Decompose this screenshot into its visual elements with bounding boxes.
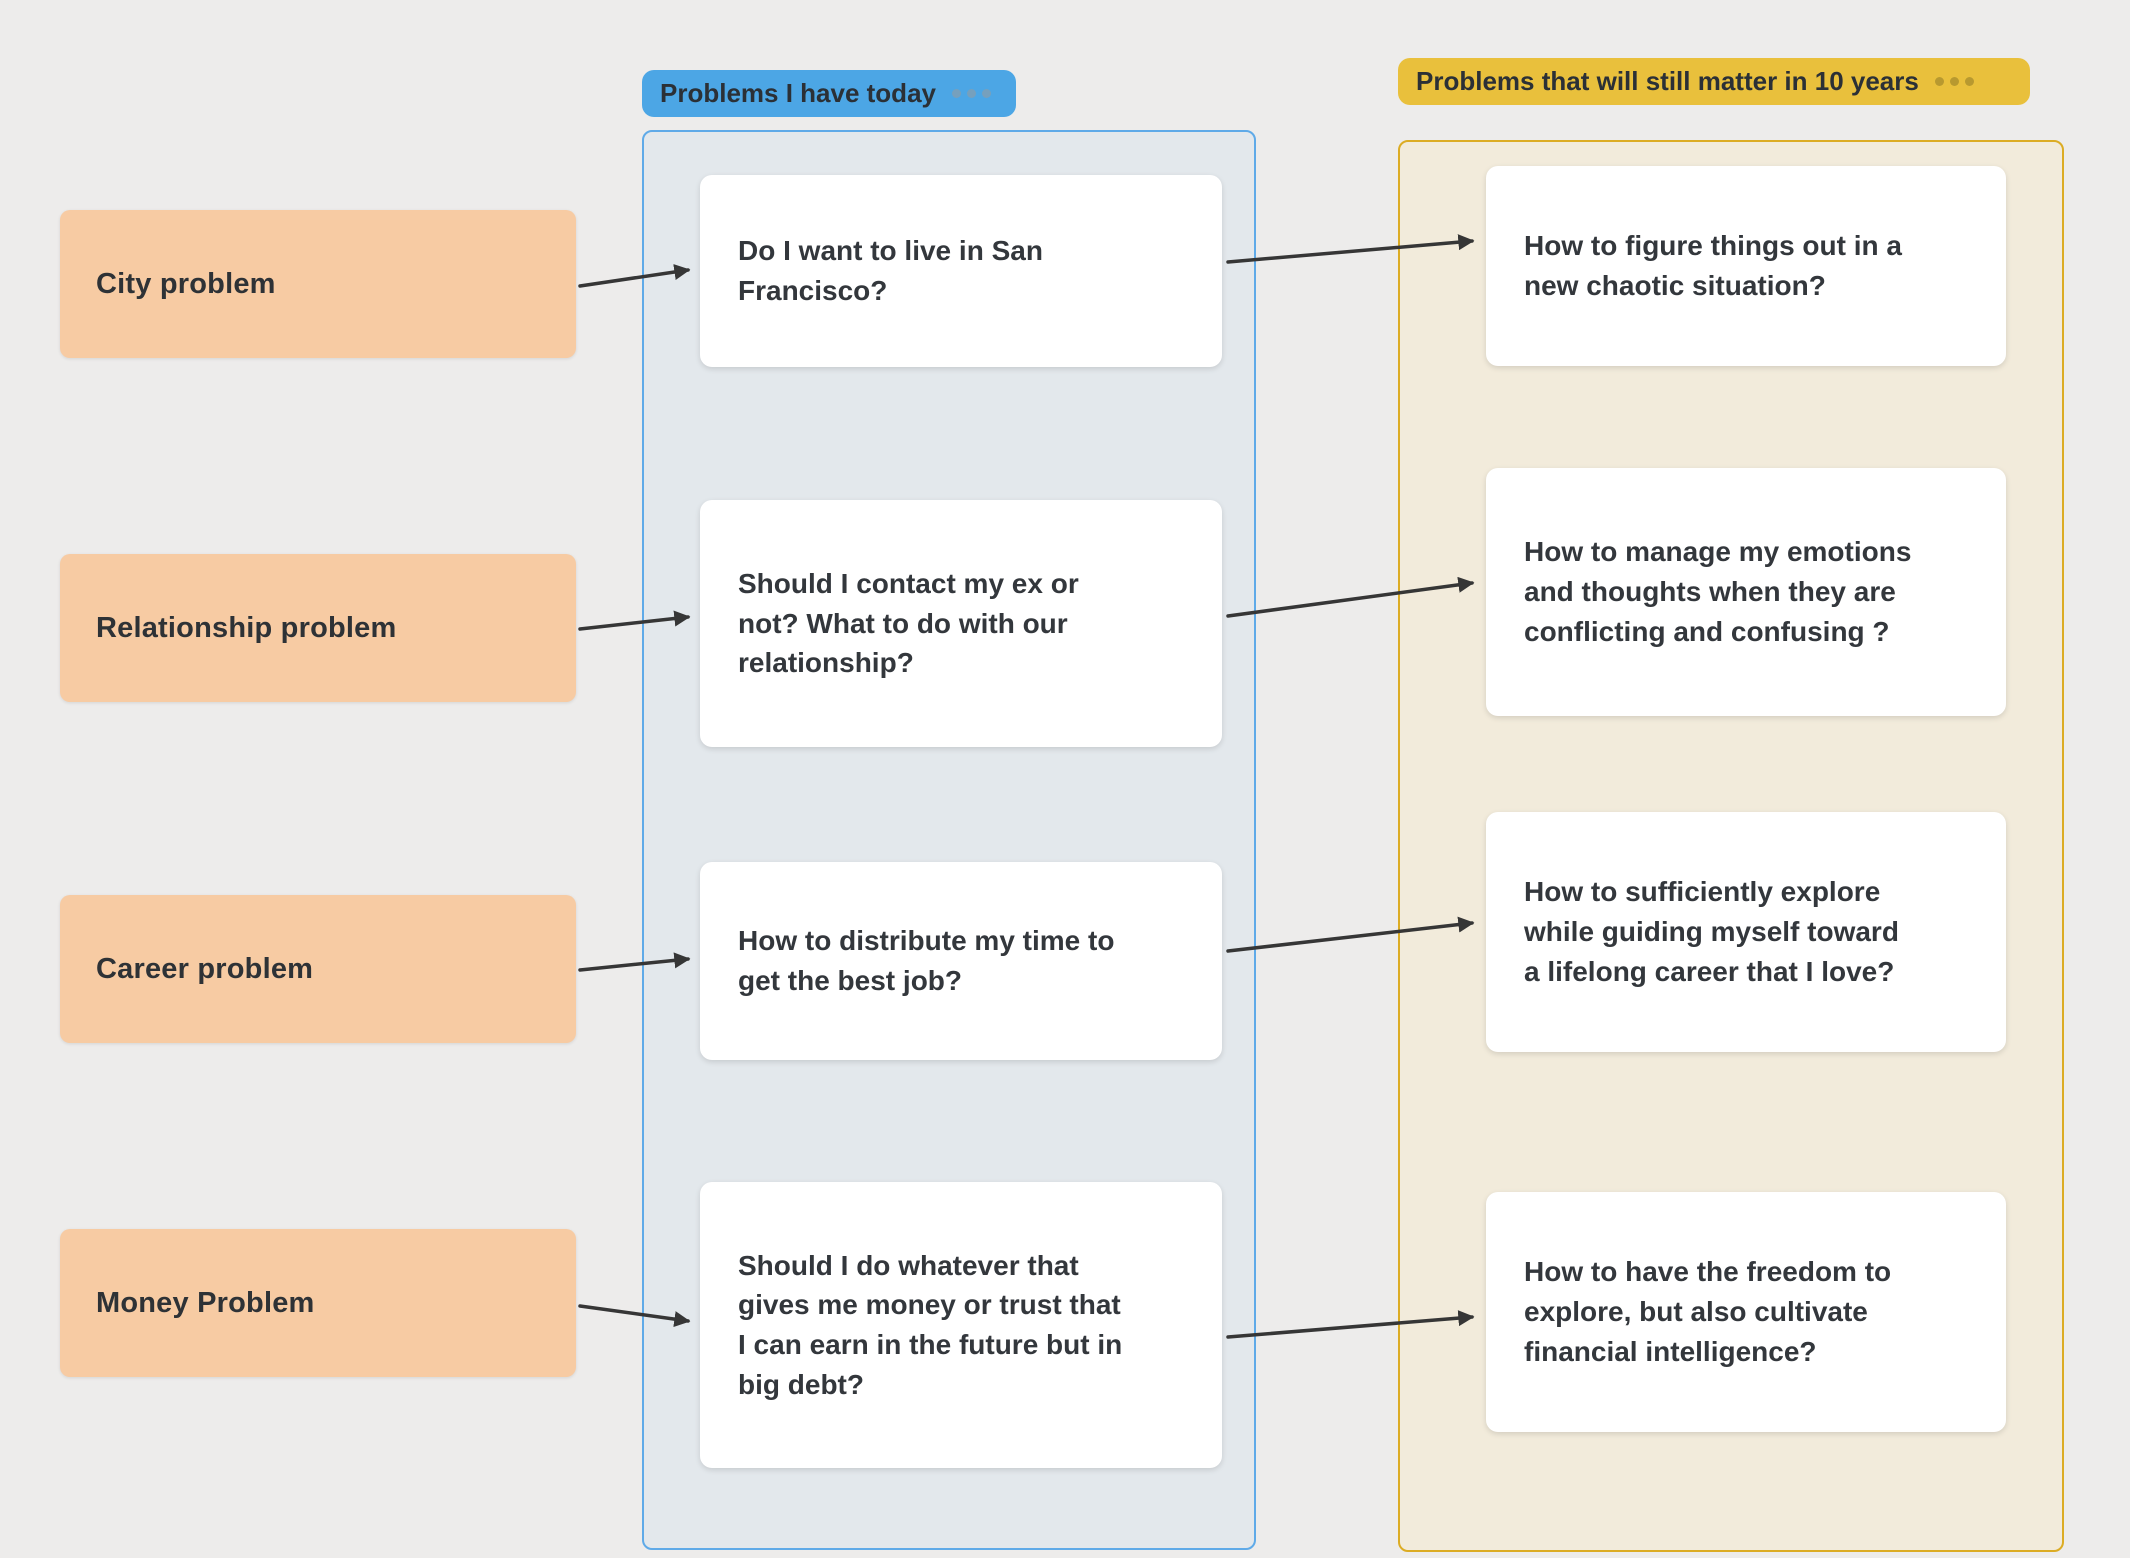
sticky-label: Career problem [96,952,314,985]
sticky-label: Relationship problem [96,611,397,644]
sticky-relationship-problem[interactable]: Relationship problem [60,554,576,702]
section-label-10-years[interactable]: Problems that will still matter in 10 ye… [1398,58,2030,105]
ellipsis-icon[interactable] [951,89,991,98]
card-future-financial-intelligence[interactable]: How to have the freedom to explore, but … [1486,1192,2006,1432]
card-text: How to figure things out in a new chaoti… [1524,230,1902,301]
card-text: Do I want to live in San Francisco? [738,235,1043,306]
section-title: Problems I have today [660,78,936,108]
connector-city-to-today[interactable] [578,264,691,288]
card-text: Should I do whatever that gives me money… [738,1249,1123,1400]
card-text: How to manage my emotions and thoughts w… [1524,536,1912,647]
connector-career-to-today[interactable] [578,952,691,972]
card-today-contact-ex[interactable]: Should I contact my ex or not? What to d… [700,500,1222,747]
section-title: Problems that will still matter in 10 ye… [1416,66,1919,96]
card-text: Should I contact my ex or not? What to d… [738,567,1079,679]
card-future-explore-career[interactable]: How to sufficiently explore while guidin… [1486,812,2006,1052]
card-text: How to distribute my time to get the bes… [738,925,1115,996]
card-today-san-francisco[interactable]: Do I want to live in San Francisco? [700,175,1222,367]
sticky-career-problem[interactable]: Career problem [60,895,576,1043]
connector-today-to-future-2[interactable] [1226,576,1475,618]
card-future-chaotic-situation[interactable]: How to figure things out in a new chaoti… [1486,166,2006,366]
sticky-label: Money Problem [96,1286,315,1319]
connector-today-to-future-1[interactable] [1226,234,1475,264]
connector-money-to-today[interactable] [578,1304,691,1328]
sticky-city-problem[interactable]: City problem [60,210,576,358]
section-label-today[interactable]: Problems I have today [642,70,1016,117]
card-today-distribute-time[interactable]: How to distribute my time to get the bes… [700,862,1222,1060]
card-today-money-or-debt[interactable]: Should I do whatever that gives me money… [700,1182,1222,1468]
connector-today-to-future-4[interactable] [1226,1310,1475,1339]
sticky-label: City problem [96,267,276,300]
sticky-money-problem[interactable]: Money Problem [60,1229,576,1377]
card-text: How to have the freedom to explore, but … [1524,1256,1892,1367]
ellipsis-icon[interactable] [1934,77,1974,86]
card-future-manage-emotions[interactable]: How to manage my emotions and thoughts w… [1486,468,2006,716]
card-text: How to sufficiently explore while guidin… [1524,876,1899,987]
connector-relationship-to-today[interactable] [578,610,691,631]
connector-today-to-future-3[interactable] [1226,916,1475,953]
